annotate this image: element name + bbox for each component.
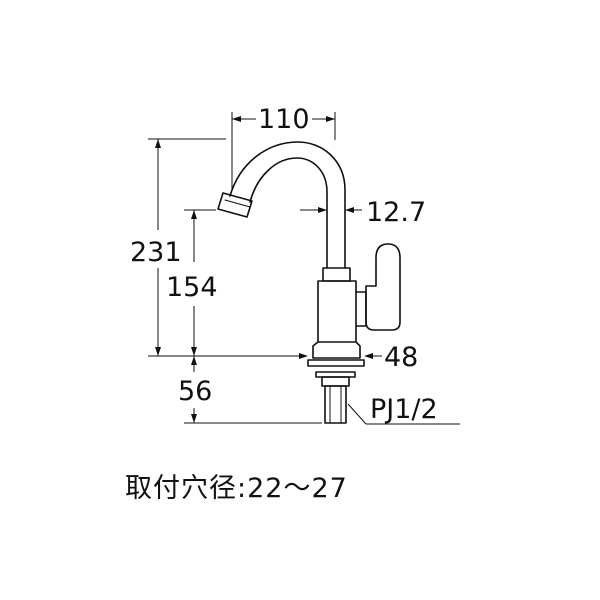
dim-spout-reach: 110 <box>258 104 310 135</box>
caption-label: 取付穴径 <box>125 473 237 504</box>
faucet-body <box>312 280 361 359</box>
arrowheads <box>155 116 373 423</box>
shank <box>324 385 347 424</box>
lever-handle <box>365 243 401 331</box>
dimension-lines <box>148 112 460 425</box>
faucet-outline <box>217 141 401 424</box>
spout-inner <box>249 157 328 269</box>
spout-outer <box>229 141 346 269</box>
valve-stem <box>355 291 367 327</box>
caption-value: 22～27 <box>247 473 348 504</box>
mounting-washer <box>315 371 356 378</box>
dim-base-diameter: 48 <box>384 342 418 373</box>
body-collar <box>322 267 351 282</box>
aerator <box>217 192 253 218</box>
dim-spout-diameter: 12.7 <box>366 197 426 228</box>
mounting-hole-caption: 取付穴径:22～27 <box>125 466 348 505</box>
dim-thread: PJ1/2 <box>370 394 438 425</box>
dim-outlet-height: 154 <box>166 272 218 303</box>
caption-separator: : <box>237 473 248 504</box>
mounting-nut <box>321 376 350 387</box>
dim-total-height: 231 <box>130 237 182 268</box>
dim-shank-length: 56 <box>178 376 212 407</box>
base-flange <box>307 359 365 367</box>
